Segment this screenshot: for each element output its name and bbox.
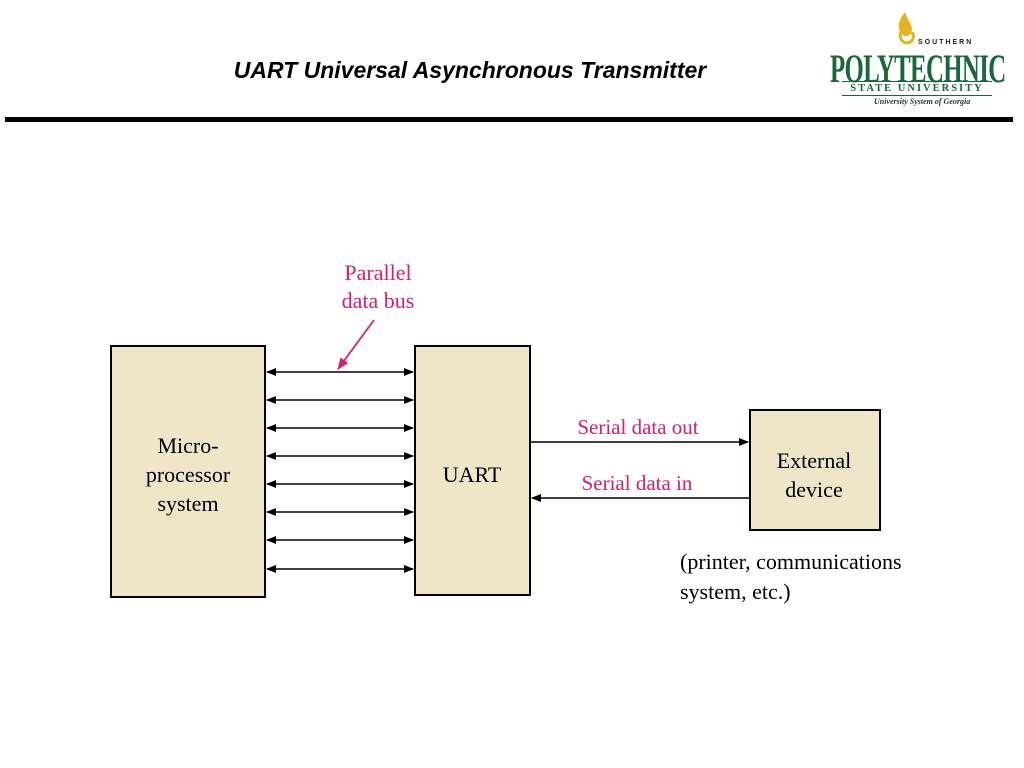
bus-pointer-arrow: [337, 319, 375, 370]
external-device-note-2: system, etc.): [680, 579, 791, 604]
bus-label-2: data bus: [342, 288, 415, 313]
title-rule: [5, 117, 1013, 122]
uart-box: [414, 345, 531, 596]
torch-flame-icon: [898, 12, 915, 45]
bus-label-1: Parallel: [344, 260, 411, 285]
microprocessor-label-2: processor: [146, 462, 231, 487]
logo-southern: SOUTHERN: [918, 39, 974, 46]
external-device-note-1: (printer, communications: [680, 549, 902, 574]
serial-in-label: Serial data in: [582, 471, 693, 495]
external-device-label-1: External: [777, 448, 852, 473]
logo-university-system: University System of Georgia: [874, 97, 971, 106]
external-device-label-2: device: [785, 477, 842, 502]
logo-state-university: STATE UNIVERSITY: [842, 81, 992, 96]
uart-label: UART: [443, 462, 502, 487]
microprocessor-label-1: Micro-: [157, 433, 218, 458]
microprocessor-label-3: system: [157, 491, 218, 516]
microprocessor-box: [110, 345, 266, 598]
flame-ring: [898, 31, 915, 45]
external-device-box: [749, 409, 881, 531]
parallel-bus: [266, 368, 414, 573]
slide-title: UART Universal Asynchronous Transmitter: [233, 57, 707, 83]
university-logo: SOUTHERN POLYTECHNIC STATE UNIVERSITY Un…: [826, 10, 1006, 110]
serial-out-label: Serial data out: [577, 415, 698, 439]
flame-shape: [898, 12, 912, 37]
